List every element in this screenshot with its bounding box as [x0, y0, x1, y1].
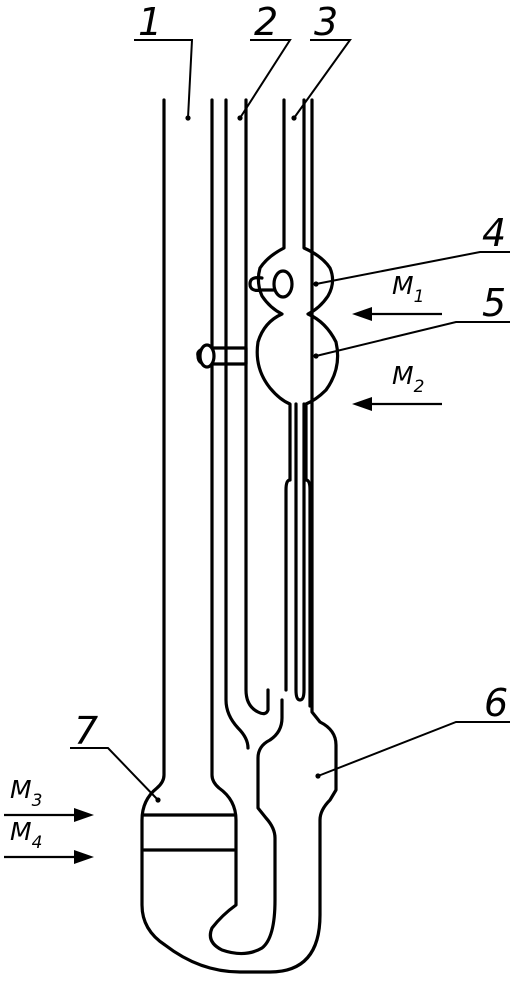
label-m3: M3	[10, 775, 42, 811]
label-m4: M4	[10, 817, 42, 853]
tube-1	[140, 98, 338, 974]
tube-3	[255, 98, 292, 692]
label-3: 3	[314, 0, 338, 44]
label-4: 4	[482, 211, 506, 255]
tube-2	[224, 98, 250, 750]
label-m1: M1	[392, 271, 424, 307]
arrow-m3	[4, 808, 94, 822]
label-6: 6	[484, 681, 508, 725]
label-7: 7	[74, 709, 98, 753]
label-5: 5	[482, 281, 506, 325]
arrow-m2	[352, 397, 442, 411]
label-2: 2	[254, 0, 278, 44]
label-1: 1	[138, 0, 162, 44]
arrow-m1	[352, 307, 442, 321]
label-m2: M2	[392, 361, 424, 397]
arrow-m4	[4, 850, 94, 864]
side-stub-upper	[248, 276, 288, 292]
